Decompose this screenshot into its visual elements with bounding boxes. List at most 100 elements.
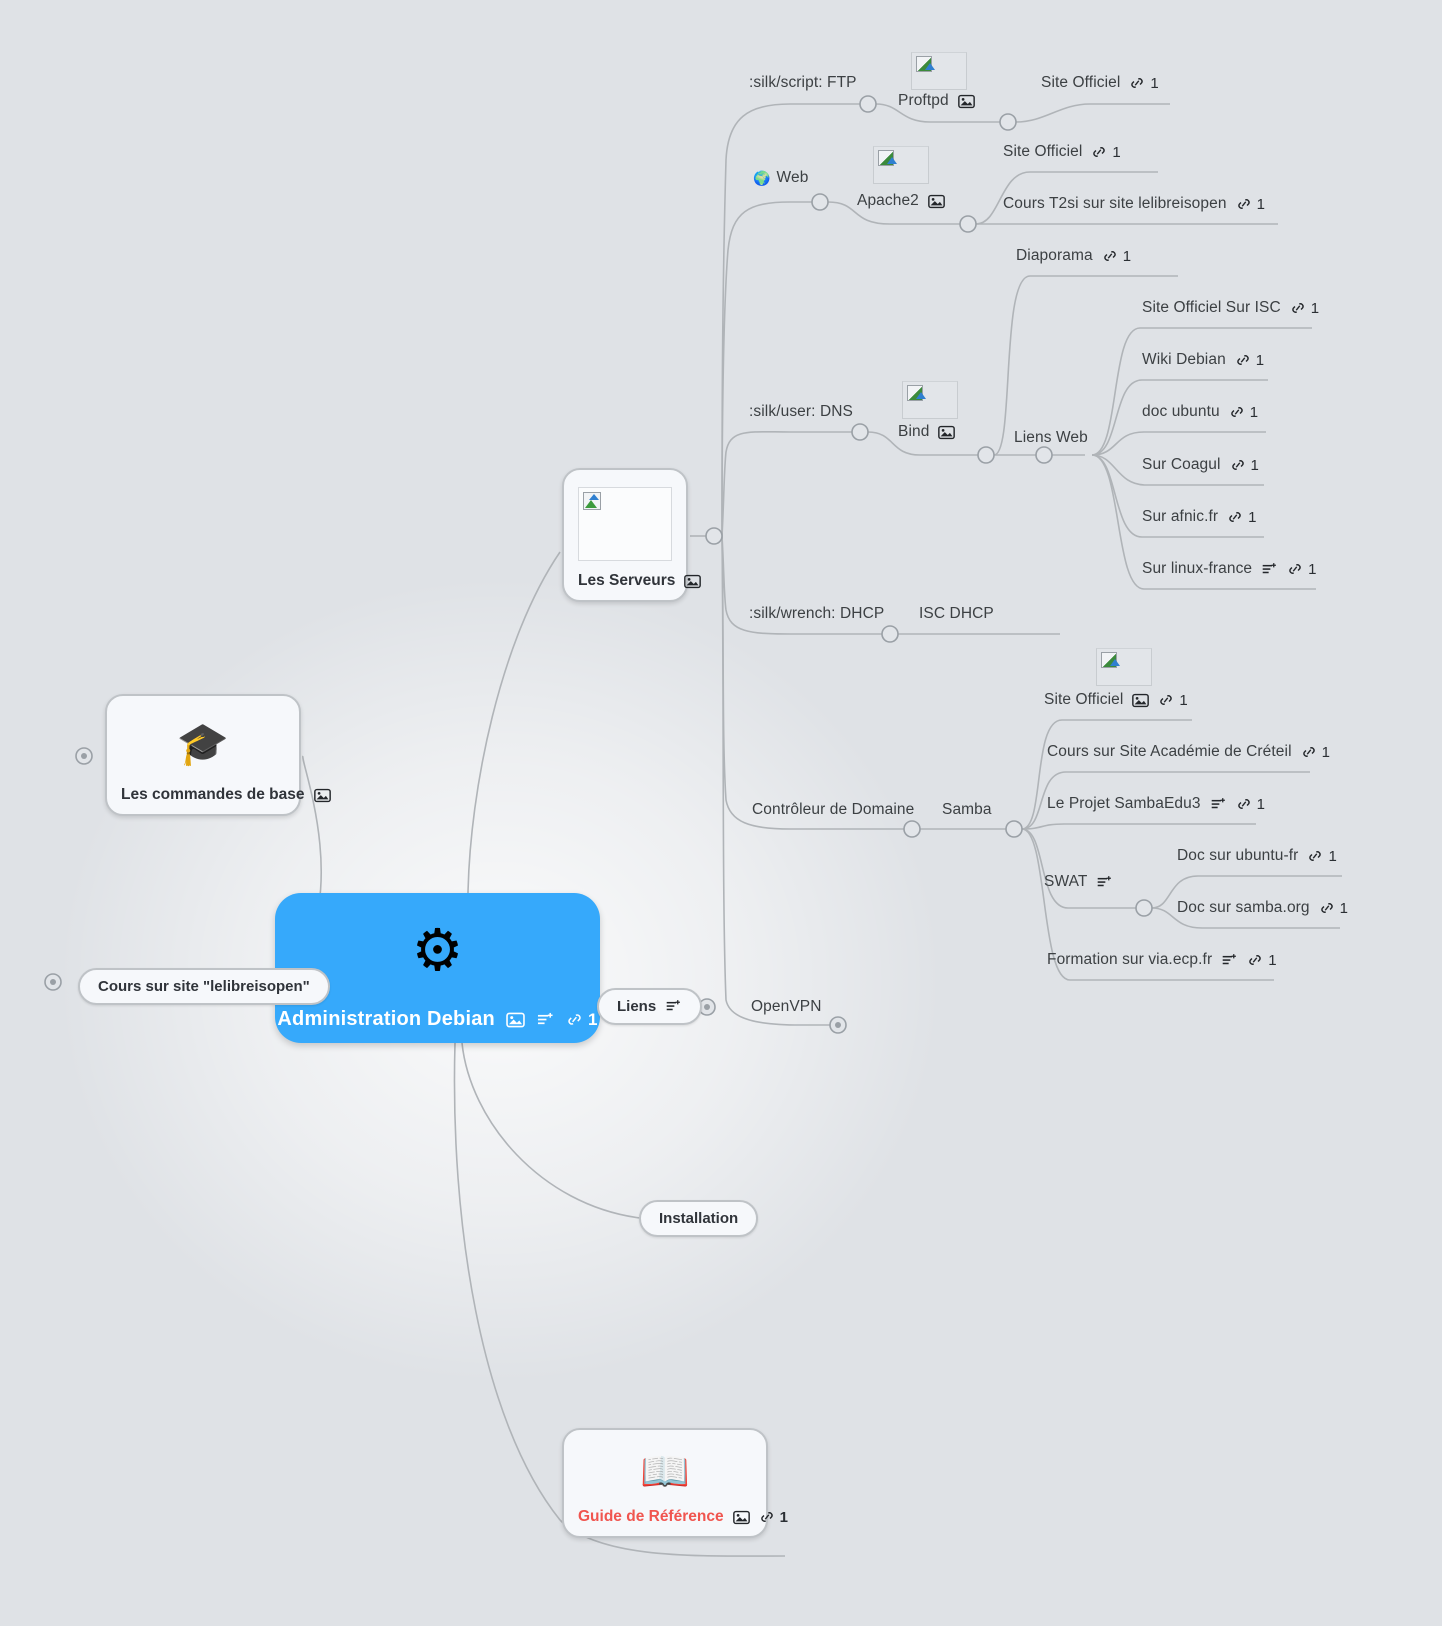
central-node-label: Administration Debian: [277, 1008, 495, 1030]
node-label: :silk/script: FTP: [749, 74, 857, 91]
link-badge[interactable]: 1: [1102, 248, 1131, 265]
node-web[interactable]: 🌍 Web: [753, 169, 808, 187]
link-badge[interactable]: 1: [1235, 352, 1264, 369]
image-icon[interactable]: [957, 94, 975, 109]
central-node[interactable]: ⚙ Administration Debian 1: [275, 893, 600, 1043]
image-icon[interactable]: [1132, 693, 1150, 708]
link-badge[interactable]: 1: [1229, 404, 1258, 421]
image-icon[interactable]: [684, 574, 702, 589]
node-sur-linux-france[interactable]: Sur linux-france 1: [1142, 560, 1317, 578]
note-icon[interactable]: [665, 999, 682, 1014]
link-icon: [1236, 797, 1252, 811]
node-installation[interactable]: Installation: [639, 1200, 759, 1237]
node-site-officiel-isc[interactable]: Site Officiel Sur ISC 1: [1142, 299, 1319, 317]
image-icon[interactable]: [938, 425, 956, 440]
note-icon[interactable]: [536, 1012, 555, 1028]
node-label: Sur afnic.fr: [1142, 508, 1219, 525]
node-apache-cours-t2si[interactable]: Cours T2si sur site lelibreisopen 1: [1003, 195, 1265, 213]
node-label: SWAT: [1044, 873, 1088, 890]
link-badge[interactable]: 1: [1290, 300, 1319, 317]
node-proftpd[interactable]: Proftpd: [898, 92, 975, 110]
node-samba[interactable]: Samba: [942, 801, 992, 819]
node-les-serveurs[interactable]: Les Serveurs: [562, 468, 702, 602]
link-badge[interactable]: 1: [1301, 744, 1330, 761]
link-badge[interactable]: 1: [1227, 508, 1257, 526]
link-count: 1: [1328, 847, 1337, 865]
link-badge[interactable]: 1: [1307, 847, 1337, 865]
node-liens-web[interactable]: Liens Web: [1014, 429, 1088, 447]
link-icon: [1287, 562, 1303, 576]
node-liens[interactable]: Liens: [597, 988, 703, 1025]
link-badge[interactable]: 1: [1230, 457, 1259, 474]
node-isc-dhcp[interactable]: ISC DHCP: [919, 605, 994, 623]
node-formation-via-ecp[interactable]: Formation sur via.ecp.fr 1: [1047, 951, 1277, 969]
link-icon: [1290, 301, 1306, 315]
node-cours-academie-creteil[interactable]: Cours sur Site Académie de Créteil 1: [1047, 743, 1330, 761]
image-icon[interactable]: [928, 194, 945, 209]
link-icon: [1235, 353, 1251, 367]
link-badge[interactable]: 1: [1158, 691, 1188, 709]
link-icon: [1301, 745, 1317, 759]
broken-image-icon: [1096, 648, 1152, 686]
node-apache2[interactable]: Apache2: [857, 192, 945, 210]
globe-emoji-icon: 🌍: [753, 169, 771, 186]
link-badge[interactable]: 1: [1236, 196, 1265, 213]
node-les-commandes-de-base[interactable]: 🎓 Les commandes de base: [105, 694, 331, 816]
node-samba-site-officiel[interactable]: Site Officiel 1: [1044, 691, 1188, 709]
link-count: 1: [1112, 143, 1121, 161]
node-label: Liens: [617, 998, 657, 1015]
link-count: 1: [1256, 195, 1266, 213]
link-badge[interactable]: 1: [1236, 796, 1265, 813]
node-doc-ubuntu[interactable]: doc ubuntu 1: [1142, 403, 1258, 421]
link-badge[interactable]: 1: [1287, 561, 1317, 578]
link-icon: [1247, 953, 1263, 967]
node-label: Le Projet SambaEdu3: [1047, 795, 1201, 812]
link-icon: [1227, 510, 1243, 524]
node-diaporama[interactable]: Diaporama 1: [1016, 247, 1131, 265]
node-dhcp[interactable]: :silk/wrench: DHCP: [749, 605, 884, 623]
node-ftp[interactable]: :silk/script: FTP: [749, 74, 857, 92]
note-icon[interactable]: [1210, 797, 1227, 812]
node-label: Doc sur ubuntu-fr: [1177, 847, 1299, 864]
link-badge[interactable]: 1: [566, 1010, 598, 1030]
note-icon[interactable]: [1096, 875, 1113, 890]
node-proftpd-site-officiel[interactable]: Site Officiel 1: [1041, 74, 1159, 92]
node-openvpn[interactable]: OpenVPN: [751, 998, 822, 1016]
node-label: Guide de Référence: [578, 1508, 724, 1525]
node-dns[interactable]: :silk/user: DNS: [749, 403, 853, 421]
node-label: Cours sur site "lelibreisopen": [98, 978, 310, 995]
node-doc-samba-org[interactable]: Doc sur samba.org 1: [1177, 899, 1348, 917]
node-apache-site-officiel[interactable]: Site Officiel 1: [1003, 143, 1121, 161]
link-badge[interactable]: 1: [1129, 75, 1159, 92]
link-icon: [1230, 458, 1246, 472]
link-count: 1: [1179, 691, 1188, 709]
node-cours-lelibreisopen[interactable]: Cours sur site "lelibreisopen": [78, 968, 330, 1005]
node-projet-sambaedu3[interactable]: Le Projet SambaEdu3 1: [1047, 795, 1265, 813]
image-icon[interactable]: [313, 788, 331, 803]
node-label: Samba: [942, 801, 992, 818]
note-icon[interactable]: [1221, 953, 1238, 968]
image-icon[interactable]: [506, 1012, 525, 1028]
link-badge[interactable]: 1: [1319, 900, 1348, 917]
link-badge[interactable]: 1: [1247, 952, 1277, 969]
link-count: 1: [1248, 508, 1257, 526]
node-doc-ubuntu-fr[interactable]: Doc sur ubuntu-fr 1: [1177, 847, 1337, 865]
node-swat[interactable]: SWAT: [1044, 873, 1113, 891]
node-controleur-de-domaine[interactable]: Contrôleur de Domaine: [752, 801, 914, 819]
node-wiki-debian[interactable]: Wiki Debian 1: [1142, 351, 1264, 369]
node-label: Doc sur samba.org: [1177, 899, 1310, 916]
link-badge[interactable]: 1: [1091, 143, 1121, 161]
node-bind[interactable]: Bind: [898, 423, 956, 441]
node-label: Apache2: [857, 192, 919, 209]
node-label: Contrôleur de Domaine: [752, 801, 915, 818]
apache2-thumbnail: [873, 146, 929, 184]
broken-image-icon: [911, 52, 967, 90]
node-sur-afnic[interactable]: Sur afnic.fr 1: [1142, 508, 1257, 526]
node-sur-coagul[interactable]: Sur Coagul 1: [1142, 456, 1259, 474]
node-label: Les Serveurs: [578, 572, 676, 589]
link-badge[interactable]: 1: [759, 1509, 788, 1526]
note-icon[interactable]: [1261, 562, 1278, 577]
image-icon[interactable]: [732, 1510, 750, 1525]
node-guide-de-reference[interactable]: 📖 Guide de Référence 1: [562, 1428, 788, 1538]
node-label: Diaporama: [1016, 247, 1093, 264]
